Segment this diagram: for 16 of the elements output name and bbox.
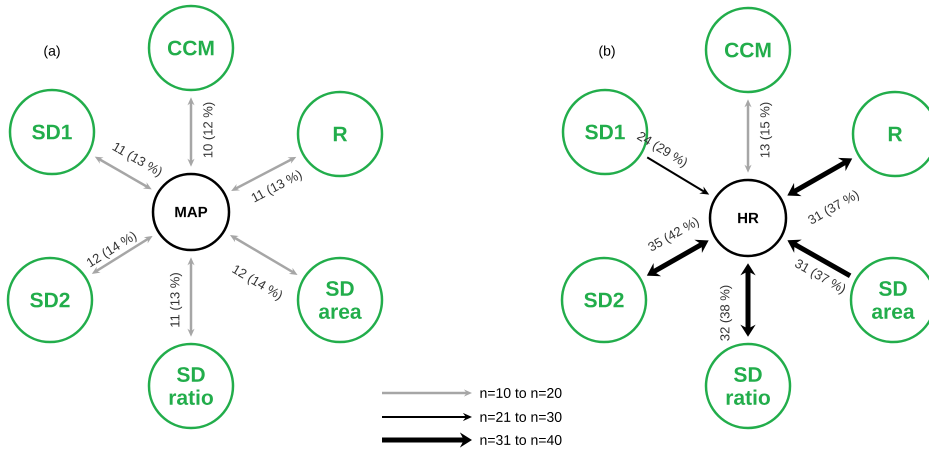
edge-label: 12 (14 %) (232, 266, 282, 301)
legend-text: n=10 to n=20 (480, 388, 562, 398)
legend-text: n=31 to n=40 (480, 435, 562, 445)
edge-label: 11 (13 %) (252, 170, 302, 202)
legend-text: n=21 to n=30 (480, 412, 562, 422)
panel-label: (a) (44, 45, 60, 59)
edge-label: 31 (37 %) (808, 190, 859, 224)
edge-label: 11 (13 %) (170, 273, 182, 327)
edge-label: 32 (38 %) (720, 286, 732, 341)
panel-label: (b) (599, 45, 615, 59)
edge-label: 24 (29 %) (636, 132, 687, 168)
edge-label: 12 (14 %) (86, 232, 137, 268)
edge-label: 35 (42 %) (648, 217, 699, 251)
edge-label: 10 (12 %) (202, 102, 216, 158)
edge-label: 31 (37 %) (795, 259, 846, 295)
edge-label: 13 (15 %) (760, 102, 772, 158)
